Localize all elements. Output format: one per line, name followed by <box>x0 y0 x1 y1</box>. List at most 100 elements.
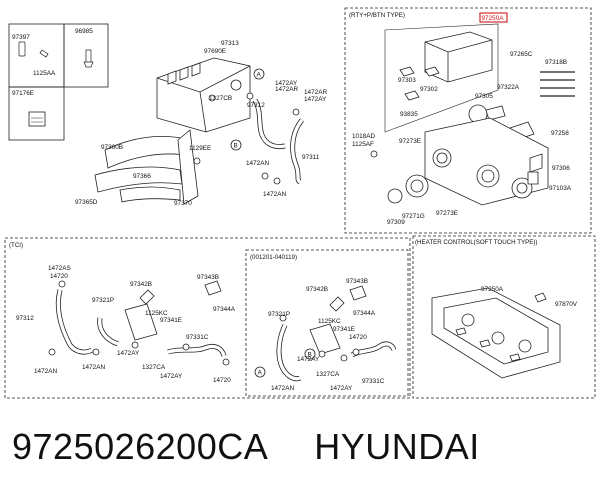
label-97302: 97302 <box>420 86 438 93</box>
heater-control-section: (HEATER CONTROL(SOFT TOUCH TYPE)) 97250A… <box>412 235 596 399</box>
label-sub-97321P: 97321P <box>268 311 290 318</box>
brand-name: HYUNDAI <box>314 426 480 467</box>
label-97318B: 97318B <box>545 59 567 66</box>
soft-touch-panel <box>431 287 561 379</box>
tci-section-labels: 1472AS 14720 97321P 97342B 97343B 97312 … <box>16 265 236 384</box>
label-97306: 97306 <box>552 165 570 172</box>
resistor-part-icon <box>28 111 46 127</box>
parts-diagram: 97397 1125AA 96985 97176E <box>4 7 596 399</box>
label-97258: 97258 <box>551 130 569 137</box>
label-sub-1472AY-2: 1472AY <box>330 385 353 392</box>
label-97265C: 97265C <box>510 51 533 58</box>
label-97309: 97309 <box>387 219 405 226</box>
label-97312: 97312 <box>247 102 265 109</box>
label-1472AN-2: 1472AN <box>82 364 105 371</box>
label-1472AR-2: 1472AR <box>304 89 327 96</box>
label-14720: 14720 <box>50 273 68 280</box>
label-97366: 97366 <box>133 173 151 180</box>
label-sub-1472AY: 1472AY <box>297 356 320 363</box>
marker-a: A <box>257 72 262 79</box>
sub-section: (001201-040119) A B 97342B 97343B 97321P <box>245 249 409 397</box>
label-93835: 93835 <box>400 111 418 118</box>
heater-section-title: (HEATER CONTROL(SOFT TOUCH TYPE)) <box>415 239 538 246</box>
tci-section-title: (TCI) <box>9 242 23 249</box>
part-caption: 9725026200CA HYUNDAI <box>12 426 592 482</box>
main-assembly <box>94 57 305 205</box>
label-sub-1125KC: 1125KC <box>318 318 341 325</box>
label-1472AY-2: 1472AY <box>304 96 327 103</box>
label-97870V: 97870V <box>555 301 578 308</box>
label-1327CA: 1327CA <box>142 364 166 371</box>
kit-box-97176E: 97176E <box>8 86 65 141</box>
screw-icon <box>39 49 49 58</box>
label-96985: 96985 <box>75 28 93 35</box>
label-sub-97341E: 97341E <box>333 326 355 333</box>
label-97273E: 97273E <box>399 138 421 145</box>
label-sub-97343B: 97343B <box>346 278 368 285</box>
label-97342B: 97342B <box>130 281 152 288</box>
label-97250A: 97250A <box>481 286 504 293</box>
duct-vertical <box>177 129 199 205</box>
label-97103A: 97103A <box>549 185 572 192</box>
label-1472AY: 1472AY <box>117 350 140 357</box>
exploded-view-diagram: 97397 1125AA 96985 97176E <box>4 7 596 399</box>
label-1472AS: 1472AS <box>48 265 71 272</box>
label-97303: 97303 <box>398 77 416 84</box>
assembly-markers: A B <box>230 68 265 151</box>
label-97360B: 97360B <box>101 144 123 151</box>
tci-section: (TCI) 1472AS 14720 97321P 97342B 97343B … <box>4 237 411 399</box>
label-1125KC: 1125KC <box>145 310 168 317</box>
highlight-box <box>479 12 508 23</box>
label-1472AR: 1472AR <box>275 86 298 93</box>
label-1472AN: 1472AN <box>246 160 269 167</box>
clip-part-icon <box>18 41 26 57</box>
label-1018AD: 1018AD <box>352 133 375 140</box>
heater-fins <box>167 62 201 85</box>
rty-section: (RTY+P/BTN TYPE) 97250A <box>344 7 592 234</box>
label-14720-2: 14720 <box>213 377 231 384</box>
heater-unit-body <box>156 57 251 133</box>
sub-marker-a: A <box>258 370 263 377</box>
label-1472AY: 1472AY <box>275 80 298 87</box>
duct-lower <box>119 186 181 203</box>
label-1125AA: 1125AA <box>33 70 56 77</box>
marker-b: B <box>234 143 238 150</box>
label-97397: 97397 <box>12 34 30 41</box>
label-97343B: 97343B <box>197 274 219 281</box>
label-sub-97342B: 97342B <box>306 286 328 293</box>
label-97344A: 97344A <box>213 306 236 313</box>
label-97331C: 97331C <box>186 334 209 341</box>
control-module <box>370 31 575 206</box>
main-assembly-labels: 97313 97690E 1327CB 1472AY 1472AR 1472AR… <box>75 40 327 207</box>
tci-valve-body <box>124 303 158 341</box>
label-sub-1472AN: 1472AN <box>271 385 294 392</box>
sub-section-labels: 97342B 97343B 97321P 1125KC 97344A 97341… <box>268 278 385 392</box>
label-1472AY-2: 1472AY <box>160 373 183 380</box>
label-97321P: 97321P <box>92 297 114 304</box>
label-97311: 97311 <box>302 154 320 161</box>
kit-box-96985: 96985 <box>63 23 109 88</box>
label-sub-1327CA: 1327CA <box>316 371 340 378</box>
rty-section-title: (RTY+P/BTN TYPE) <box>349 12 405 19</box>
highlight-part-label: 97250A <box>482 15 505 22</box>
sub-marker-b: B <box>308 352 312 359</box>
label-97176E: 97176E <box>12 90 34 97</box>
label-97305: 97305 <box>475 93 493 100</box>
label-97313: 97313 <box>221 40 239 47</box>
kit-box-97397: 97397 1125AA <box>8 23 65 88</box>
label-1327CB: 1327CB <box>209 95 232 102</box>
label-sub-97331C: 97331C <box>362 378 385 385</box>
label-1125AF: 1125AF <box>352 141 374 148</box>
sub-section-title: (001201-040119) <box>250 254 297 261</box>
label-97273E-2: 97273E <box>436 210 458 217</box>
part-number: 9725026200CA <box>12 426 269 467</box>
label-97341E: 97341E <box>160 317 182 324</box>
label-97365D: 97365D <box>75 199 98 206</box>
label-97271G: 97271G <box>402 213 425 220</box>
rty-section-labels: 97265C 97318B 97303 97302 97322A 93835 9… <box>352 51 572 226</box>
sensor-part-icon <box>83 49 94 68</box>
label-97322A: 97322A <box>497 84 520 91</box>
label-1472AN: 1472AN <box>34 368 57 375</box>
label-1472AN-2: 1472AN <box>263 191 286 198</box>
label-1129EE: 1129EE <box>189 145 211 152</box>
